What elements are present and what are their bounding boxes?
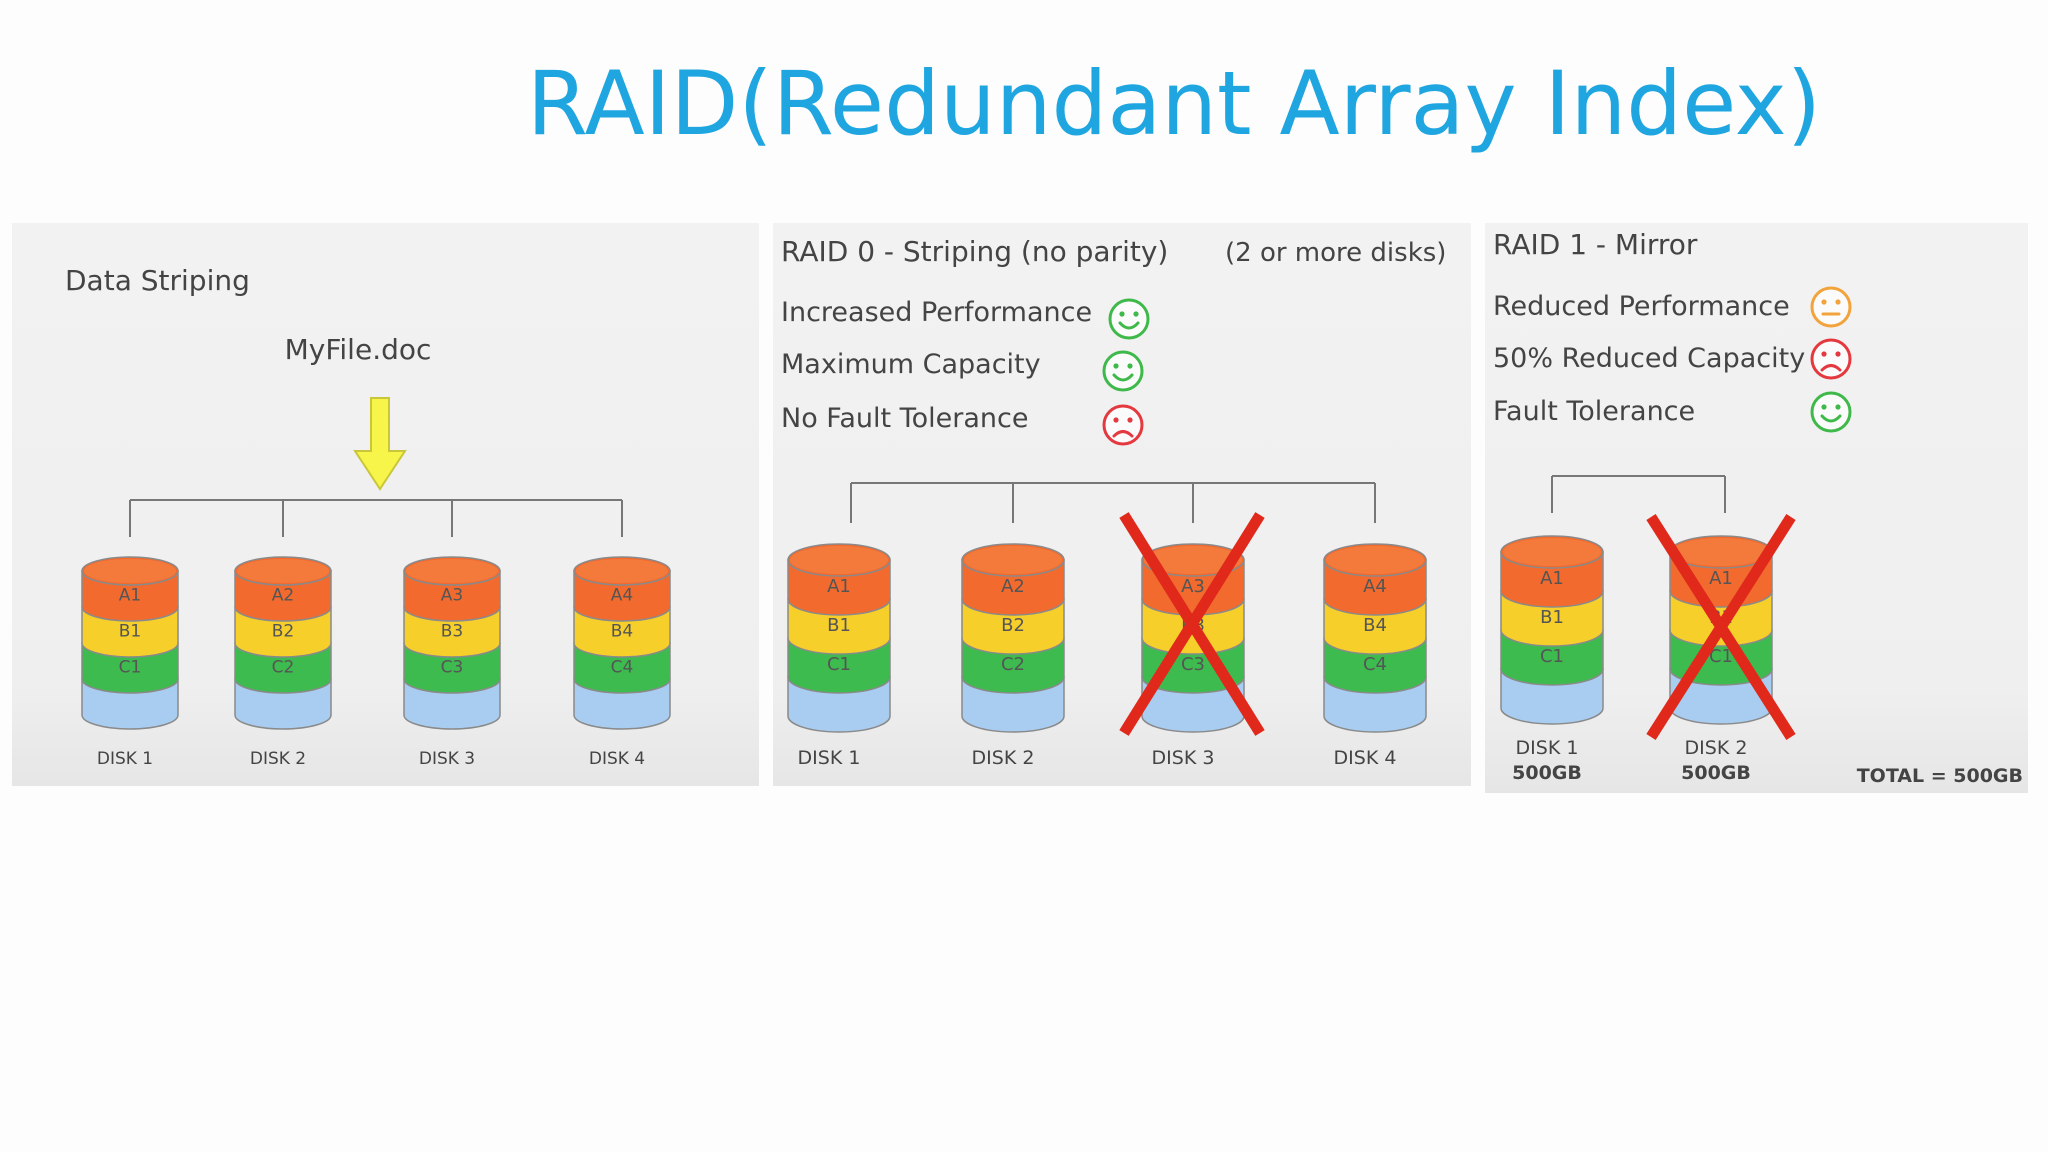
feature-label: Maximum Capacity bbox=[781, 349, 1041, 380]
disk-label: DISK 1 bbox=[97, 749, 153, 769]
disk-block-label: B1 bbox=[119, 621, 141, 641]
disk-top-highlight bbox=[237, 559, 329, 583]
disk-block-label: C3 bbox=[441, 657, 464, 677]
disk-block-label: B4 bbox=[1363, 615, 1387, 636]
disk-block-label: A3 bbox=[1181, 576, 1205, 597]
disk-block-label: C2 bbox=[272, 657, 295, 677]
feature-label: Fault Tolerance bbox=[1493, 396, 1695, 427]
disk-cylinder: C4 B4 A4 bbox=[573, 556, 671, 730]
raid0-note: (2 or more disks) bbox=[1225, 238, 1446, 268]
happy-face-icon bbox=[1102, 350, 1144, 392]
disk-label: DISK 4 bbox=[1334, 747, 1397, 769]
disk-block-label: C2 bbox=[1001, 654, 1025, 675]
disk-block-label: C1 bbox=[827, 654, 851, 675]
happy-face-icon bbox=[1108, 298, 1150, 340]
disk-block-label: A1 bbox=[1540, 568, 1564, 589]
disk-label: DISK 4 bbox=[589, 749, 645, 769]
disk-cylinder: C4 B4 A4 bbox=[1323, 543, 1427, 733]
disk-cylinder: C1 B1 A1 bbox=[81, 556, 179, 730]
down-arrow-icon bbox=[353, 397, 407, 491]
file-name-label: MyFile.doc bbox=[285, 333, 432, 366]
happy-face-icon bbox=[1810, 391, 1852, 433]
disk-block-label: B4 bbox=[611, 621, 633, 641]
disk-cylinder: C1 B1 A1 bbox=[787, 543, 891, 733]
disk-label: DISK 1 bbox=[1516, 737, 1579, 759]
raid0-diagram: RAID 0 - Striping (no parity) (2 or more… bbox=[781, 235, 1446, 769]
disk-label: DISK 2 bbox=[1685, 737, 1748, 759]
failed-x-icon bbox=[1646, 514, 1796, 740]
feature-label: Reduced Performance bbox=[1493, 291, 1790, 322]
disk-block-label: C3 bbox=[1181, 654, 1205, 675]
disk-block-label: C4 bbox=[611, 657, 634, 677]
disk-block-label: B2 bbox=[1001, 615, 1025, 636]
feature-label: No Fault Tolerance bbox=[781, 403, 1028, 434]
disk-top-highlight bbox=[1503, 538, 1601, 566]
disk-block-label: B2 bbox=[272, 621, 294, 641]
disk-label: DISK 1 bbox=[798, 747, 861, 769]
disk-block-label: A2 bbox=[272, 585, 294, 605]
disk-block-label: A1 bbox=[119, 585, 141, 605]
disk-top-highlight bbox=[1326, 546, 1424, 574]
slide-title: RAID(Redundant Array Index) bbox=[526, 52, 1822, 155]
disk-block-label: A3 bbox=[441, 585, 463, 605]
raid1-diagram: RAID 1 - Mirror Reduced Performance 50% R… bbox=[1493, 228, 2023, 787]
disk-top-highlight bbox=[1144, 546, 1242, 574]
disk-block-label: A4 bbox=[611, 585, 633, 605]
disk-top-highlight bbox=[790, 546, 888, 574]
disk-label: DISK 3 bbox=[1152, 747, 1215, 769]
neutral-face-icon bbox=[1810, 286, 1852, 328]
disk-block-label: C4 bbox=[1363, 654, 1387, 675]
disk-block-label: C1 bbox=[1709, 646, 1733, 667]
sad-face-icon bbox=[1102, 404, 1144, 446]
disk-label: DISK 3 bbox=[419, 749, 475, 769]
disk-cylinder: C3 B3 A3 bbox=[403, 556, 501, 730]
disk-block-label: A4 bbox=[1363, 576, 1387, 597]
feature-label: 50% Reduced Capacity bbox=[1493, 343, 1805, 374]
disk-block-label: B1 bbox=[1540, 607, 1564, 628]
disk-size: 500GB bbox=[1681, 762, 1751, 784]
disk-block-label: A1 bbox=[1709, 568, 1733, 589]
connector-lines bbox=[1551, 475, 1726, 513]
raid1-total: TOTAL = 500GB bbox=[1857, 765, 2023, 787]
disk-block-label: B3 bbox=[441, 621, 463, 641]
connector-lines bbox=[129, 499, 623, 537]
disk-block-label: C1 bbox=[1540, 646, 1564, 667]
failed-x-icon bbox=[1119, 512, 1265, 736]
sad-face-icon bbox=[1810, 338, 1852, 380]
disk-block-label: B1 bbox=[827, 615, 851, 636]
disk-top-highlight bbox=[84, 559, 176, 583]
raid0-panel: RAID 0 - Striping (no parity) (2 or more… bbox=[773, 223, 1471, 786]
feature-label: Increased Performance bbox=[781, 297, 1092, 328]
disk-label: DISK 2 bbox=[972, 747, 1035, 769]
disk-block-label: A2 bbox=[1001, 576, 1025, 597]
disk-block-label: A1 bbox=[827, 576, 851, 597]
disk-top-highlight bbox=[406, 559, 498, 583]
disk-top-highlight bbox=[576, 559, 668, 583]
raid0-heading: RAID 0 - Striping (no parity) bbox=[781, 235, 1168, 268]
disk-block-label: C1 bbox=[119, 657, 142, 677]
disk-size: 500GB bbox=[1512, 762, 1582, 784]
disk-top-highlight bbox=[1672, 538, 1770, 566]
disk-cylinder: C2 B2 A2 bbox=[234, 556, 332, 730]
raid1-heading: RAID 1 - Mirror bbox=[1493, 228, 1698, 261]
striping-heading: Data Striping bbox=[65, 264, 250, 297]
disk-cylinder: C1 B1 A1 bbox=[1500, 535, 1604, 725]
disk-cylinder: C2 B2 A2 bbox=[961, 543, 1065, 733]
connector-lines bbox=[850, 482, 1376, 523]
raid1-feature-list: Reduced Performance 50% Reduced CapacityF… bbox=[1493, 286, 1852, 433]
raid1-panel: RAID 1 - Mirror Reduced Performance 50% R… bbox=[1485, 223, 2028, 793]
disk-label: DISK 2 bbox=[250, 749, 306, 769]
disk-top-highlight bbox=[964, 546, 1062, 574]
